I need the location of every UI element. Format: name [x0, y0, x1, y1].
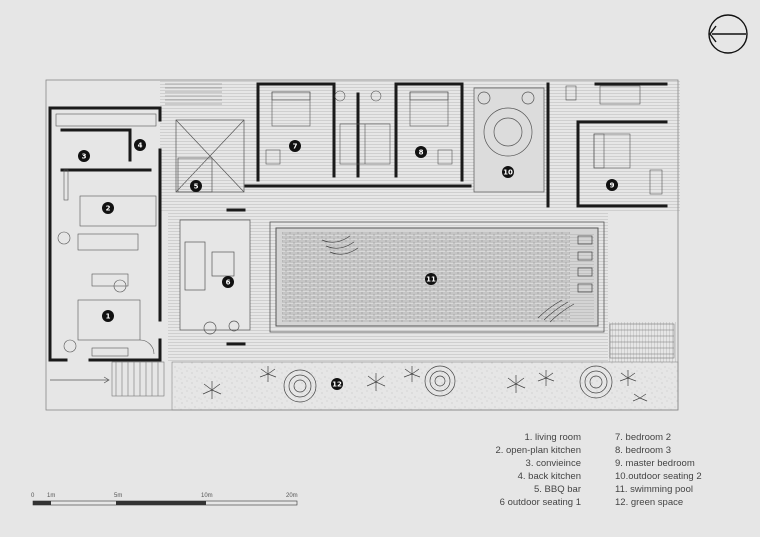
room-marker-11: 11	[425, 273, 437, 285]
palm-icon	[202, 366, 648, 402]
room-marker-circle	[289, 140, 301, 152]
room-marker-8: 8	[415, 146, 427, 158]
room-marker-9: 9	[606, 179, 618, 191]
legend-item-10: 10.outdoor seating 2	[615, 471, 702, 482]
room-marker-circle	[102, 202, 114, 214]
window-marks	[48, 215, 162, 330]
legend: 1. living room 7. bedroom 2 2. open-plan…	[470, 432, 725, 509]
room-marker-12: 12	[331, 378, 343, 390]
room-marker-3: 3	[78, 150, 90, 162]
scale-bar	[32, 500, 298, 506]
room-marker-circle	[102, 310, 114, 322]
tree-icon	[283, 365, 613, 403]
legend-item-8: 8. bedroom 3	[615, 445, 671, 456]
entry-arrow-icon	[50, 376, 110, 384]
legend-item-12: 12. green space	[615, 497, 684, 508]
room-marker-label: 2	[106, 205, 111, 213]
room-marker-6: 6	[222, 276, 234, 288]
room-marker-circle	[606, 179, 618, 191]
legend-item-3: 3. convieince	[525, 458, 581, 469]
room-marker-label: 9	[610, 182, 615, 190]
room-marker-circle	[134, 139, 146, 151]
room-marker-label: 5	[194, 183, 199, 191]
room-marker-label: 11	[426, 276, 436, 284]
legend-item-2: 2. open-plan kitchen	[495, 445, 581, 456]
bedroom-furniture	[265, 85, 663, 195]
room-marker-1: 1	[102, 310, 114, 322]
green-space-area	[171, 361, 679, 411]
legend-item-7: 7. bedroom 2	[615, 432, 671, 443]
room-marker-2: 2	[102, 202, 114, 214]
room-marker-label: 1	[106, 313, 111, 321]
room-marker-circle	[502, 166, 514, 178]
room-marker-7: 7	[289, 140, 301, 152]
room-marker-4: 4	[134, 139, 146, 151]
room-marker-label: 7	[293, 143, 298, 151]
room-marker-circle	[222, 276, 234, 288]
scale-label-5m: 5m	[114, 493, 123, 499]
bedroom-wing-walls	[226, 82, 668, 346]
room-marker-circle	[331, 378, 343, 390]
legend-item-5: 5. BBQ bar	[534, 484, 581, 495]
room-marker-circle	[425, 273, 437, 285]
north-arrow-icon	[708, 14, 748, 54]
room-marker-circle	[78, 150, 90, 162]
room-marker-circle	[415, 146, 427, 158]
main-house-thin-lines	[55, 113, 157, 357]
legend-item-11: 11. swimming pool	[615, 484, 693, 495]
scale-label-10m: 10m	[201, 493, 213, 499]
scale-label-20m: 20m	[286, 493, 298, 499]
legend-item-9: 9. master bedroom	[615, 458, 695, 469]
scale-label-1m: 1m	[47, 493, 56, 499]
room-marker-label: 8	[419, 149, 424, 157]
legend-item-1: 1. living room	[524, 432, 582, 443]
room-marker-label: 10	[503, 169, 513, 177]
room-marker-label: 3	[82, 153, 87, 161]
room-marker-10: 10	[502, 166, 514, 178]
entry-stairs-top	[165, 83, 222, 105]
legend-item-4: 4. back kitchen	[517, 471, 581, 482]
swimming-pool	[269, 221, 605, 333]
legend-item-6: 6 outdoor seating 1	[499, 497, 581, 508]
scale-label-0: 0	[31, 493, 35, 499]
room-marker-label: 6	[226, 279, 231, 287]
room-marker-circle	[190, 180, 202, 192]
stairs-east	[609, 323, 675, 359]
decking-north	[160, 80, 680, 212]
outdoor-seating-1	[179, 219, 251, 335]
entry-stairs-bottom	[111, 361, 165, 397]
room-marker-5: 5	[190, 180, 202, 192]
room-marker-label: 4	[138, 142, 143, 150]
room-marker-label: 12	[332, 381, 342, 389]
